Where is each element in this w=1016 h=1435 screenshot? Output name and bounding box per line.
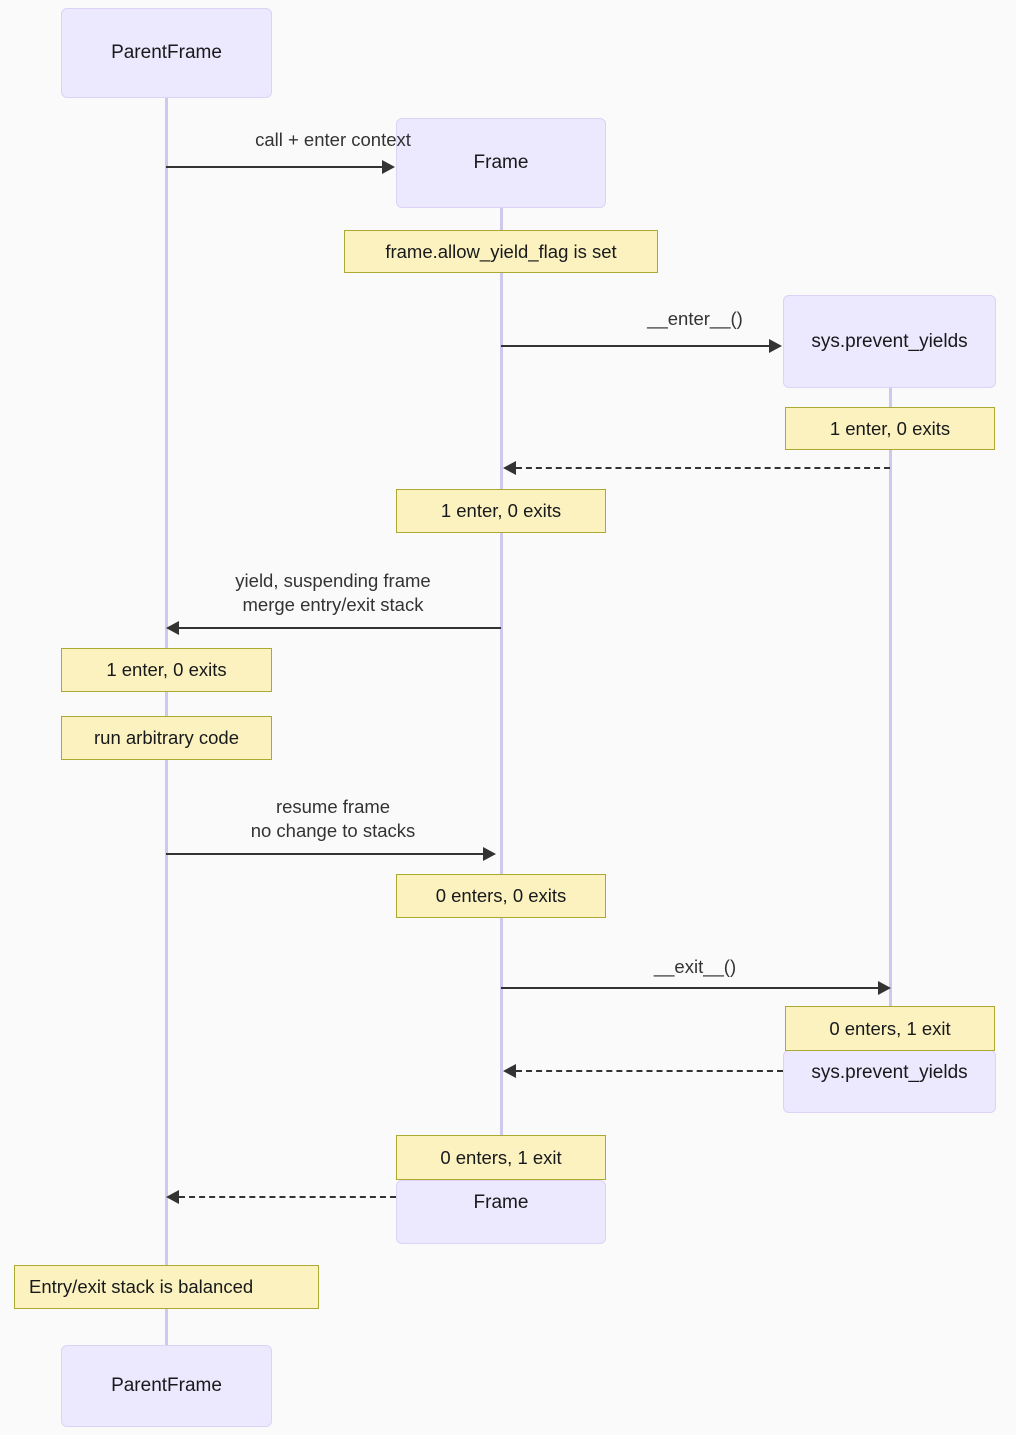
message-label-resume-frame: resume frame no change to stacks — [166, 795, 500, 844]
participant-label: Frame — [473, 1192, 529, 1213]
participant-parentframe-top[interactable]: ParentFrame — [61, 8, 272, 98]
participant-label: ParentFrame — [111, 1375, 222, 1396]
note-text: 1 enter, 0 exits — [106, 659, 227, 680]
arrowhead-right-icon — [382, 160, 395, 174]
note-text: 0 enters, 0 exits — [435, 885, 567, 906]
message-arrow-exit — [501, 987, 878, 989]
note-text: 1 enter, 0 exits — [440, 500, 562, 521]
message-label-yield-suspending-frame: yield, suspending frame merge entry/exit … — [166, 569, 500, 618]
participant-label: sys.prevent_yields — [811, 330, 968, 352]
message-arrow-enter — [501, 345, 769, 347]
participant-label: Frame — [473, 152, 529, 173]
message-arrow-return-sys-to-frame — [516, 467, 890, 469]
message-label-enter: __enter__() — [647, 308, 743, 329]
note-text: 0 enters, 1 exit — [829, 1017, 951, 1039]
participant-label: ParentFrame — [111, 42, 222, 63]
note-frame-allow-yield-flag: frame.allow_yield_flag is set — [344, 230, 658, 273]
note-text: Entry/exit stack is balanced — [29, 1276, 254, 1297]
note-frame-1-enter-0-exits: 1 enter, 0 exits — [396, 489, 606, 533]
message-label-exit: __exit__() — [653, 956, 737, 977]
message-arrow-yield — [179, 627, 501, 629]
lifeline-sys — [889, 388, 892, 1113]
message-label-line2: no change to stacks — [250, 820, 416, 842]
participant-sys-bottom[interactable]: sys.prevent_yields — [783, 1050, 996, 1113]
arrowhead-right-icon — [878, 981, 891, 995]
note-text: 0 enters, 1 exit — [440, 1146, 562, 1168]
participant-frame-top[interactable]: Frame — [396, 118, 606, 208]
message-arrow-call-enter-context — [166, 166, 382, 168]
message-arrow-return-frame-to-parentframe — [179, 1196, 396, 1198]
message-label-line1: yield, suspending frame — [235, 570, 431, 591]
arrowhead-right-icon — [769, 339, 782, 353]
note-text: run arbitrary code — [94, 727, 239, 748]
note-frame-0-enters-0-exits: 0 enters, 0 exits — [396, 874, 606, 918]
note-parentframe-1-enter-0-exits: 1 enter, 0 exits — [61, 648, 272, 692]
arrowhead-left-icon — [503, 1064, 516, 1078]
note-sys-0-enters-1-exit: 0 enters, 1 exit — [785, 1006, 995, 1051]
participant-label: sys.prevent_yields — [811, 1062, 968, 1083]
note-text: frame.allow_yield_flag is set — [385, 240, 617, 262]
participant-sys-top[interactable]: sys.prevent_yields — [783, 295, 996, 388]
note-sys-1-enter-0-exits: 1 enter, 0 exits — [785, 407, 995, 450]
message-arrow-return-sys-to-frame-2 — [516, 1070, 783, 1072]
message-label-line2: merge entry/exit stack — [242, 594, 424, 616]
arrowhead-left-icon — [166, 1190, 179, 1204]
participant-frame-bottom[interactable]: Frame — [396, 1180, 606, 1244]
note-entry-exit-stack-balanced: Entry/exit stack is balanced — [14, 1265, 319, 1309]
message-label-call-enter-context: call + enter context — [255, 129, 411, 150]
message-label-line1: resume frame — [275, 796, 391, 817]
arrowhead-right-icon — [483, 847, 496, 861]
arrowhead-left-icon — [503, 461, 516, 475]
lifeline-frame — [500, 208, 503, 1183]
participant-parentframe-bottom[interactable]: ParentFrame — [61, 1345, 272, 1427]
note-run-arbitrary-code: run arbitrary code — [61, 716, 272, 760]
note-frame-0-enters-1-exit: 0 enters, 1 exit — [396, 1135, 606, 1180]
message-arrow-resume-frame — [166, 853, 483, 855]
note-text: 1 enter, 0 exits — [829, 417, 951, 439]
arrowhead-left-icon — [166, 621, 179, 635]
